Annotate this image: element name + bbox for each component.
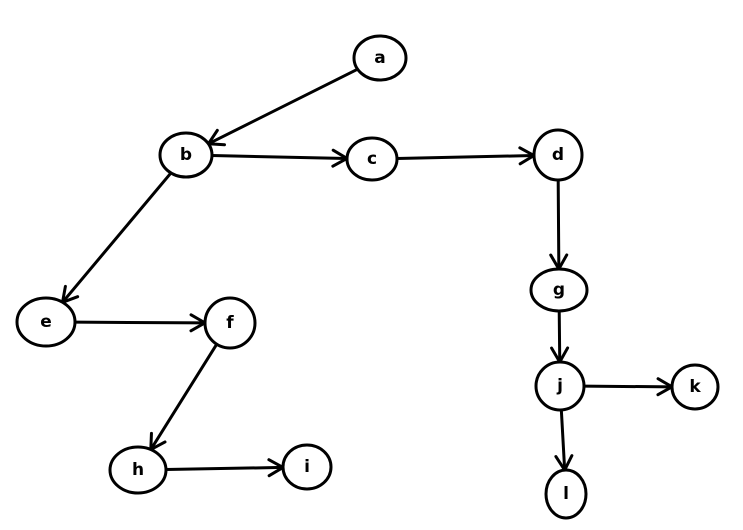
node-circle [529,267,589,313]
edge-d-g [549,178,569,271]
node-label: d [552,145,564,165]
node-label: h [132,460,144,480]
node-g: g [529,267,589,313]
edge-line [149,342,219,452]
node-circle [281,443,333,491]
node-label: i [304,457,310,477]
node-a: a [352,34,408,82]
edge-line [164,465,285,472]
edge-line [557,309,562,364]
node-label: l [563,484,569,504]
nodes-layer: a b c d e f g h i j k l [15,34,720,520]
node-circle [345,136,399,182]
edge-line [559,408,567,472]
edge-line [206,67,360,146]
edge-line [395,154,536,160]
edge-a-b [206,67,360,147]
node-circle [532,128,584,182]
node-d: d [532,128,584,182]
node-label: e [40,312,52,332]
node-circle [352,34,408,82]
node-label: c [367,149,377,169]
node-circle [108,445,168,495]
edge-f-h [149,342,219,452]
node-label: b [180,145,192,165]
edge-line [61,171,173,304]
node-label: k [689,377,701,397]
edge-line [582,384,674,389]
node-circle [534,360,586,412]
node-i: i [281,443,333,491]
node-h: h [108,445,168,495]
edges-layer [61,67,674,478]
node-e: e [15,296,77,348]
node-circle [158,131,214,179]
edge-b-e [61,171,173,304]
edge-line [556,178,561,271]
edge-h-i [164,458,285,478]
node-circle [15,296,77,348]
edge-g-j [550,309,570,364]
edge-j-l [554,408,574,472]
node-circle [544,468,588,520]
node-c: c [345,136,399,182]
edge-line [73,320,207,325]
node-b: b [158,131,214,179]
edge-c-d [395,146,536,166]
edge-e-f [73,313,207,333]
node-circle [670,363,720,411]
node-l: l [544,468,588,520]
node-f: f [203,296,257,350]
node-label: a [374,48,385,68]
node-k: k [670,363,720,411]
edge-b-c [210,148,349,168]
node-circle [203,296,257,350]
edge-line [210,154,349,160]
node-j: j [534,360,586,412]
edge-j-k [582,377,674,397]
node-label: g [553,280,565,300]
node-label: f [226,313,234,333]
node-label: j [556,376,563,396]
